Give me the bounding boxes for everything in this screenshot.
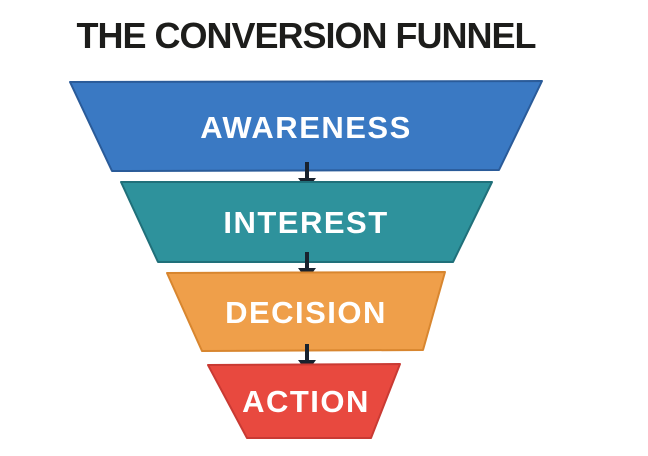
funnel-stage-interest-shape [120,181,493,263]
funnel-stage-interest-label: INTEREST [223,205,388,240]
funnel-stage-action-shape [207,363,401,439]
funnel-stage-action-label: ACTION [242,384,370,419]
funnel-stage-awareness-shape [69,80,543,172]
funnel-stage-decision-shape [166,271,446,352]
funnel-stage-awareness-label: AWARENESS [200,110,412,145]
funnel-stage-decision-label: DECISION [225,295,387,330]
diagram-title: THE CONVERSION FUNNEL [76,15,536,56]
